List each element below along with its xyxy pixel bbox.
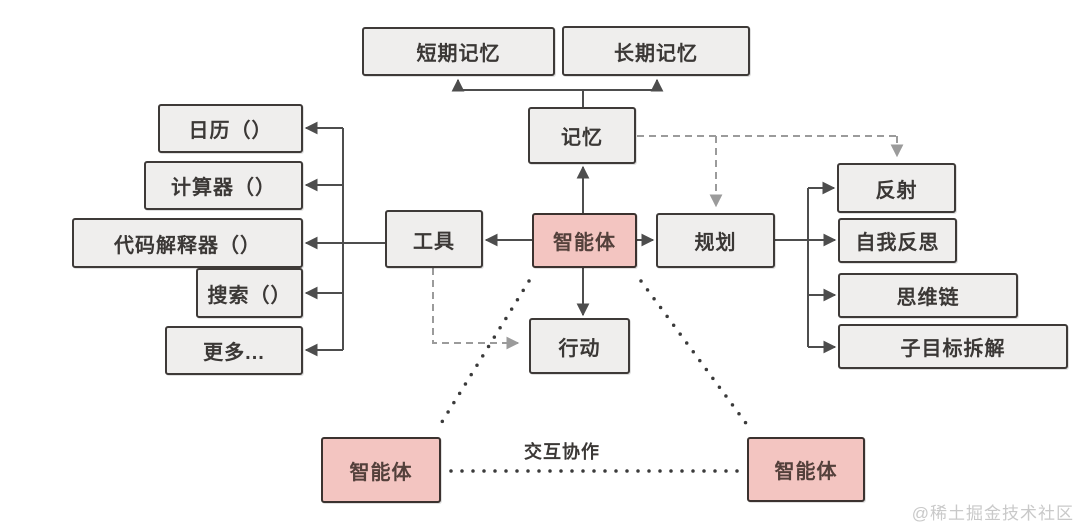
- node-search: 搜索（）: [196, 268, 303, 318]
- node-calendar-label: 日历（）: [188, 120, 273, 142]
- node-tools-label: 工具: [413, 230, 455, 253]
- node-subgoal-decomposition: 子目标拆解: [838, 324, 1068, 369]
- node-calendar: 日历（）: [158, 104, 303, 153]
- node-search-label: 搜索（）: [207, 284, 292, 307]
- node-calculator-label: 计算器（）: [171, 177, 276, 199]
- node-chain-of-thought: 思维链: [838, 273, 1018, 318]
- edge-tools-to-action-dashed: [432, 268, 520, 350]
- node-tools: 工具: [385, 210, 483, 268]
- node-reflection: 反射: [837, 163, 956, 213]
- node-short-term-memory-label: 短期记忆: [416, 43, 501, 65]
- node-more-label: 更多...: [203, 342, 265, 364]
- node-agent-left: 智能体: [321, 437, 441, 503]
- node-planning-label: 规划: [694, 232, 737, 254]
- edge-agent-to-agent-right-dotted: [639, 279, 753, 432]
- edge-agent-to-agent-left-dotted: [435, 279, 531, 432]
- node-code-interpreter: 代码解释器（）: [72, 218, 303, 268]
- node-calculator: 计算器（）: [144, 161, 303, 210]
- node-memory-label: 记忆: [561, 127, 603, 149]
- node-code-interpreter-label: 代码解释器（）: [114, 234, 261, 257]
- node-short-term-memory: 短期记忆: [362, 27, 555, 76]
- node-agent-left-label: 智能体: [349, 461, 413, 484]
- node-self-reflection-label: 自我反思: [855, 232, 940, 254]
- node-agent-right: 智能体: [747, 437, 865, 502]
- collaboration-edge-label: 交互协作: [524, 442, 600, 462]
- node-long-term-memory: 长期记忆: [562, 26, 750, 76]
- watermark-text: @稀土掘金技术社区: [911, 504, 1074, 523]
- node-subgoal-decomposition-label: 子目标拆解: [900, 338, 1006, 360]
- node-planning: 规划: [656, 213, 775, 268]
- node-reflection-label: 反射: [875, 179, 918, 202]
- node-self-reflection: 自我反思: [838, 218, 957, 263]
- node-agent-right-label: 智能体: [774, 461, 838, 483]
- node-action-label: 行动: [558, 337, 601, 360]
- node-agent-center: 智能体: [532, 213, 637, 268]
- node-memory: 记忆: [528, 107, 636, 164]
- node-action: 行动: [529, 318, 630, 374]
- node-long-term-memory-label: 长期记忆: [614, 42, 698, 65]
- node-chain-of-thought-label: 思维链: [896, 287, 960, 309]
- node-more: 更多...: [165, 326, 303, 375]
- edge-memory-junction: [458, 89, 657, 107]
- node-agent-center-label: 智能体: [553, 232, 616, 254]
